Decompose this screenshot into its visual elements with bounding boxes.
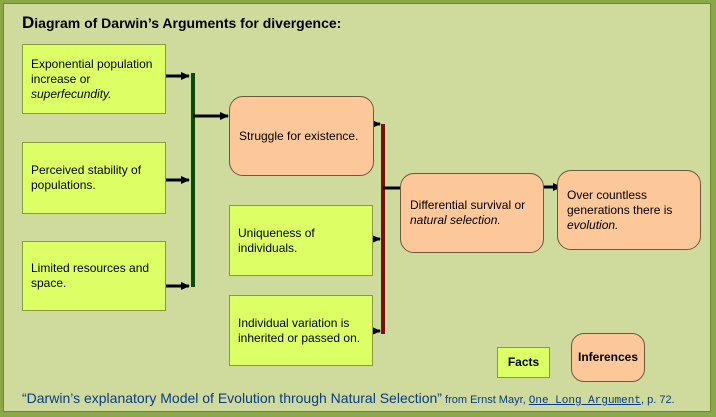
fact-exponential-text: Exponential population increase or [31,56,153,86]
inference-struggle: Struggle for existence. [229,96,374,176]
fact-limited-resources: Limited resources and space. [22,241,166,311]
legend-facts: Facts [497,347,550,378]
inference-selection-text: Differential survival or [410,198,526,212]
fact-variation-text: Individual variation is inherited or pas… [238,315,361,345]
inference-evolution-italic: evolution. [567,217,619,232]
fact-exponential-increase: Exponential population increase or super… [22,44,166,114]
fact-stability-text: Perceived stability of populations. [31,163,142,192]
footer-from: from Ernst Mayr, [441,394,529,406]
footer-book-link[interactable]: One Long Argument [528,395,641,407]
legend-facts-label: Facts [507,355,540,369]
title-rest: iagram of Darwin’s Arguments for diverge… [34,15,342,31]
inference-natural-selection: Differential survival or natural selecti… [400,173,544,253]
inference-evolution-text: Over countless generations there is [567,187,673,217]
fact-perceived-stability: Perceived stability of populations. [22,142,166,214]
diagram-title: Diagram of Darwin’s Arguments for diverg… [22,13,341,33]
fact-resources-text: Limited resources and space. [31,261,150,290]
footer-quote: “Darwin’s explanatory Model of Evolution… [22,390,442,406]
inference-struggle-text: Struggle for existence. [239,128,359,143]
footer-page: , p. 72. [640,394,675,406]
fact-individual-variation: Individual variation is inherited or pas… [229,295,373,366]
fact-uniqueness-text: Uniqueness of individuals. [238,225,315,255]
legend-inferences-label: Inferences [577,350,639,364]
inference-selection-italic: natural selection. [410,213,501,227]
fact-uniqueness: Uniqueness of individuals. [229,205,373,276]
inference-evolution: Over countless generations there is evol… [557,170,701,250]
title-initial: D [22,13,35,32]
footer-citation: “Darwin’s explanatory Model of Evolution… [22,390,675,407]
fact-exponential-italic: superfecundity. [31,86,112,101]
legend-inferences: Inferences [571,333,645,382]
